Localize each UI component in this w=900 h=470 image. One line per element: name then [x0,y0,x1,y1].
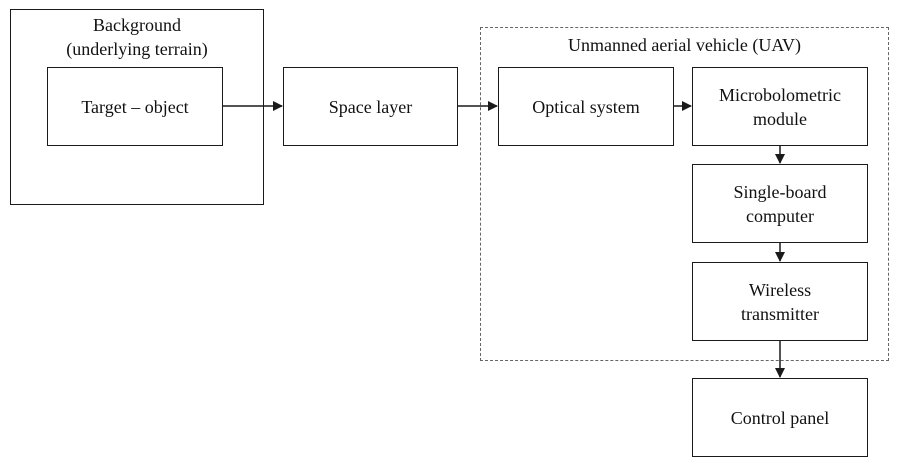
microbolometric-label-line1: Microbolometric [719,84,841,105]
uav-group [480,27,889,361]
optical-system-label: Optical system [532,96,640,117]
single-board-label-line2: computer [746,205,814,226]
target-object-box: Target – object [47,67,223,146]
single-board-label-line1: Single-board [733,181,827,202]
control-panel-box: Control panel [692,378,868,457]
space-layer-box: Space layer [283,67,458,146]
control-panel-label: Control panel [730,407,830,428]
single-board-computer-box: Single-board computer [692,164,868,243]
background-title: Background [93,15,181,35]
target-object-label: Target – object [81,96,189,117]
background-caption: Background (underlying terrain) [10,13,264,61]
uav-title: Unmanned aerial vehicle (UAV) [567,35,802,55]
background-group [10,9,264,205]
wireless-transmitter-box: Wireless transmitter [692,262,868,341]
microbolometric-label-line2: module [753,108,807,129]
microbolometric-module-box: Microbolometric module [692,67,868,146]
wireless-label-line2: transmitter [741,303,819,324]
background-subtitle: (underlying terrain) [66,39,208,59]
space-layer-label: Space layer [328,96,413,117]
wireless-label-line1: Wireless [748,279,812,300]
optical-system-box: Optical system [498,67,674,146]
